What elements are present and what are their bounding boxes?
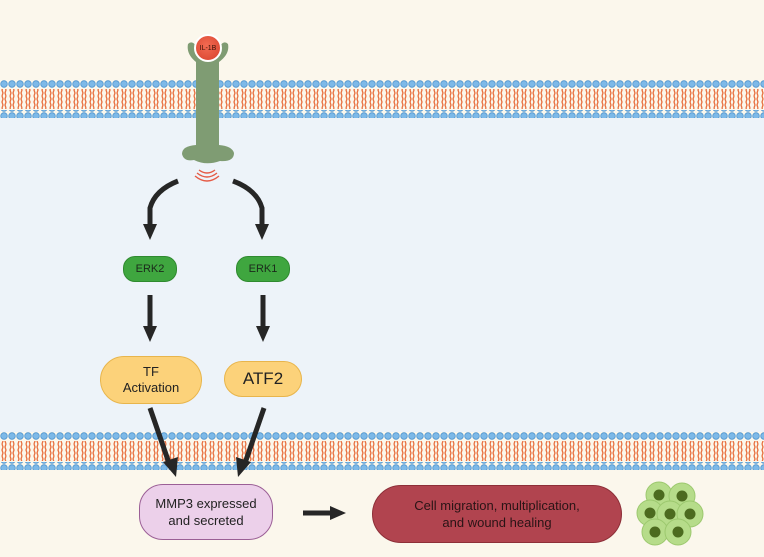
- membrane-outer-heads-bottom: [0, 462, 764, 470]
- node-outcome-line2: and wound healing: [442, 515, 552, 530]
- signal-waves-icon: [194, 169, 220, 182]
- il1b-ligand: IL-1B: [194, 34, 222, 62]
- ligand-label: IL-1B: [199, 44, 217, 52]
- node-tf-activation: TF Activation: [100, 356, 202, 404]
- membrane-tails-outer-top: [0, 89, 764, 99]
- cell-cluster-icon: [636, 481, 704, 546]
- node-mmp3: MMP3 expressed and secreted: [139, 484, 273, 540]
- cell-membrane-bottom: [0, 432, 764, 470]
- cell-membrane-top: [0, 80, 764, 118]
- node-erk2: ERK2: [123, 256, 177, 282]
- node-outcome: Cell migration, multiplication, and woun…: [372, 485, 622, 543]
- receptor-icon: [182, 42, 234, 164]
- node-erk1-label: ERK1: [248, 263, 278, 275]
- node-atf2-label: ATF2: [242, 369, 284, 388]
- node-mmp3-line2: and secreted: [168, 513, 244, 528]
- node-tf-activation-line2: Activation: [122, 380, 180, 395]
- arrow-receptor-to-erk2: [147, 178, 179, 226]
- membrane-tails-inner-top: [0, 99, 764, 109]
- arrow-tf-to-mmp3: [147, 407, 173, 467]
- membrane-tails-outer-bottom: [0, 451, 764, 461]
- membrane-outer-heads-top: [0, 80, 764, 88]
- node-outcome-line1: Cell migration, multiplication,: [414, 498, 580, 513]
- node-erk2-label: ERK2: [135, 263, 165, 275]
- arrow-atf2-to-mmp3: [241, 407, 267, 467]
- arrow-receptor-to-erk1: [232, 178, 265, 226]
- membrane-inner-heads-bottom: [0, 432, 764, 440]
- node-atf2: ATF2: [224, 361, 302, 397]
- node-mmp3-line1: MMP3 expressed: [155, 496, 257, 511]
- node-erk1: ERK1: [236, 256, 290, 282]
- membrane-inner-heads-top: [0, 110, 764, 118]
- membrane-tails-inner-bottom: [0, 441, 764, 451]
- extracellular-space-top: [0, 0, 764, 80]
- node-tf-activation-line1: TF: [143, 364, 159, 379]
